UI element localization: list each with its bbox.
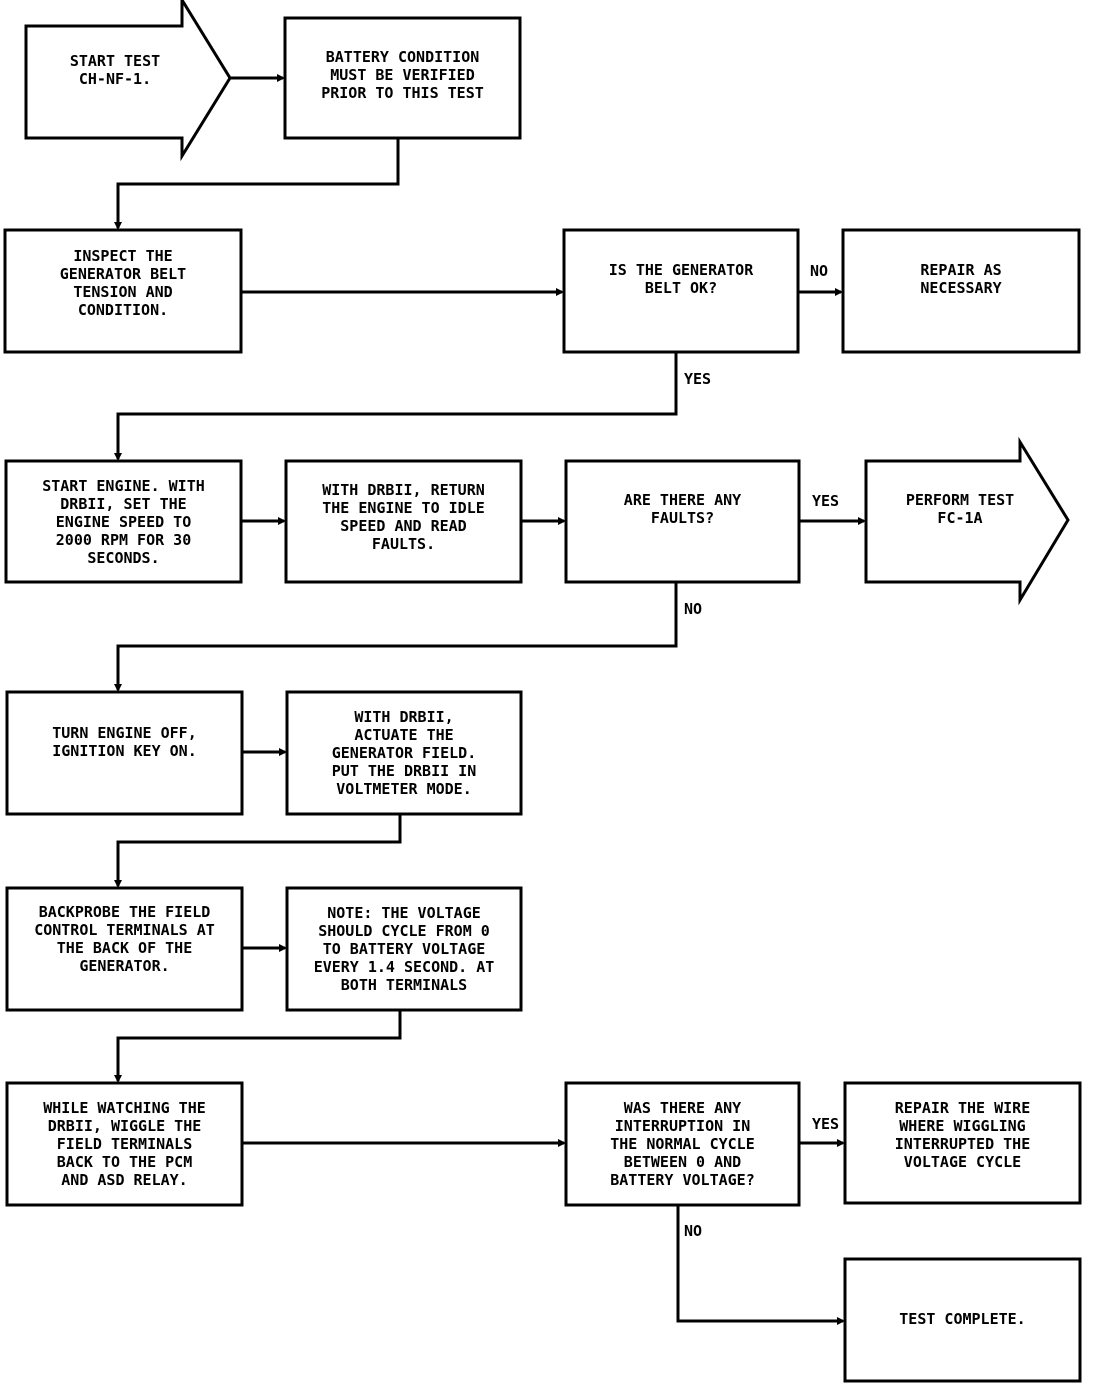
- engine-off-label: TURN ENGINE OFF, IGNITION KEY ON.: [52, 724, 197, 760]
- backprobe-box: [5, 886, 244, 1012]
- complete-box: [843, 1257, 1082, 1383]
- wiggle-box: [5, 1081, 244, 1207]
- arrowhead-note: [279, 944, 287, 952]
- arrowhead-faults: [558, 517, 566, 525]
- connector-battery-inspect: [116, 138, 400, 228]
- arrowhead-performtest: [858, 517, 866, 525]
- connector-interruption-complete: [676, 1205, 843, 1323]
- start-label: START TEST CH-NF-1.: [69, 52, 161, 88]
- arrowhead-startengine: [114, 453, 122, 461]
- inspect-box: [3, 228, 243, 354]
- return-idle-label: WITH DRBII, RETURN THE ENGINE TO IDLE SP…: [322, 481, 485, 553]
- start-arrow-shape: [24, 0, 232, 162]
- arrowhead-backprobe: [114, 880, 122, 888]
- arrowhead-engineoff: [114, 684, 122, 692]
- note-box: [285, 886, 523, 1012]
- edge-label-belt-yes: YES: [684, 370, 712, 388]
- arrowhead-complete: [837, 1317, 845, 1325]
- arrowhead-returnidle: [278, 517, 286, 525]
- perform-test-arrow-shape: [864, 436, 1070, 606]
- belt-ok-label: IS THE GENERATOR BELT OK?: [608, 261, 754, 297]
- arrowhead-battery: [277, 74, 285, 82]
- repair-belt-box: [841, 228, 1081, 354]
- connector-actuate-backprobe: [116, 814, 402, 886]
- edge-label-interruption-no: NO: [684, 1222, 703, 1240]
- wiggle-label: WHILE WATCHING THE DRBII, WIGGLE THE FIE…: [43, 1099, 206, 1189]
- start-engine-label: START ENGINE. WITH DRBII, SET THE ENGINE…: [42, 477, 205, 567]
- connector-note-wiggle: [116, 1010, 402, 1081]
- inspect-label: INSPECT THE GENERATOR BELT TENSION AND C…: [59, 247, 187, 319]
- any-faults-label: ARE THERE ANY FAULTS?: [623, 491, 742, 527]
- actuate-box: [285, 690, 523, 816]
- battery-box: [283, 16, 522, 140]
- note-label: NOTE: THE VOLTAGE SHOULD CYCLE FROM 0 TO…: [313, 904, 495, 994]
- arrowhead-actuate: [279, 748, 287, 756]
- interruption-box: [564, 1081, 801, 1207]
- edge-label-faults-no: NO: [684, 600, 703, 618]
- arrowhead-beltok: [556, 288, 564, 296]
- engine-off-box: [5, 690, 244, 816]
- repair-belt-label: REPAIR AS NECESSARY: [920, 261, 1002, 297]
- arrowhead-inspect: [114, 222, 122, 230]
- arrowhead-wiggle: [114, 1075, 122, 1083]
- actuate-label: WITH DRBII, ACTUATE THE GENERATOR FIELD.…: [331, 708, 477, 798]
- battery-label: BATTERY CONDITION MUST BE VERIFIED PRIOR…: [321, 48, 484, 102]
- connector-beltok-startengine: [116, 352, 678, 459]
- edge-label-belt-no: NO: [810, 262, 829, 280]
- start-engine-box: [4, 459, 243, 584]
- arrowhead-interruption: [558, 1139, 566, 1147]
- backprobe-label: BACKPROBE THE FIELD CONTROL TERMINALS AT…: [34, 903, 215, 975]
- arrowhead-repairwire: [837, 1139, 845, 1147]
- connector-faults-engineoff: [116, 582, 678, 690]
- repair-wire-label: REPAIR THE WIRE WHERE WIGGLING INTERRUPT…: [894, 1099, 1031, 1171]
- arrowhead-repair-belt: [835, 288, 843, 296]
- edge-label-faults-yes: YES: [812, 492, 840, 510]
- edge-label-interruption-yes: YES: [812, 1115, 840, 1133]
- complete-label: TEST COMPLETE.: [899, 1310, 1026, 1328]
- interruption-label: WAS THERE ANY INTERRUPTION IN THE NORMAL…: [610, 1099, 755, 1189]
- perform-test-label: PERFORM TEST FC-1A: [905, 491, 1015, 527]
